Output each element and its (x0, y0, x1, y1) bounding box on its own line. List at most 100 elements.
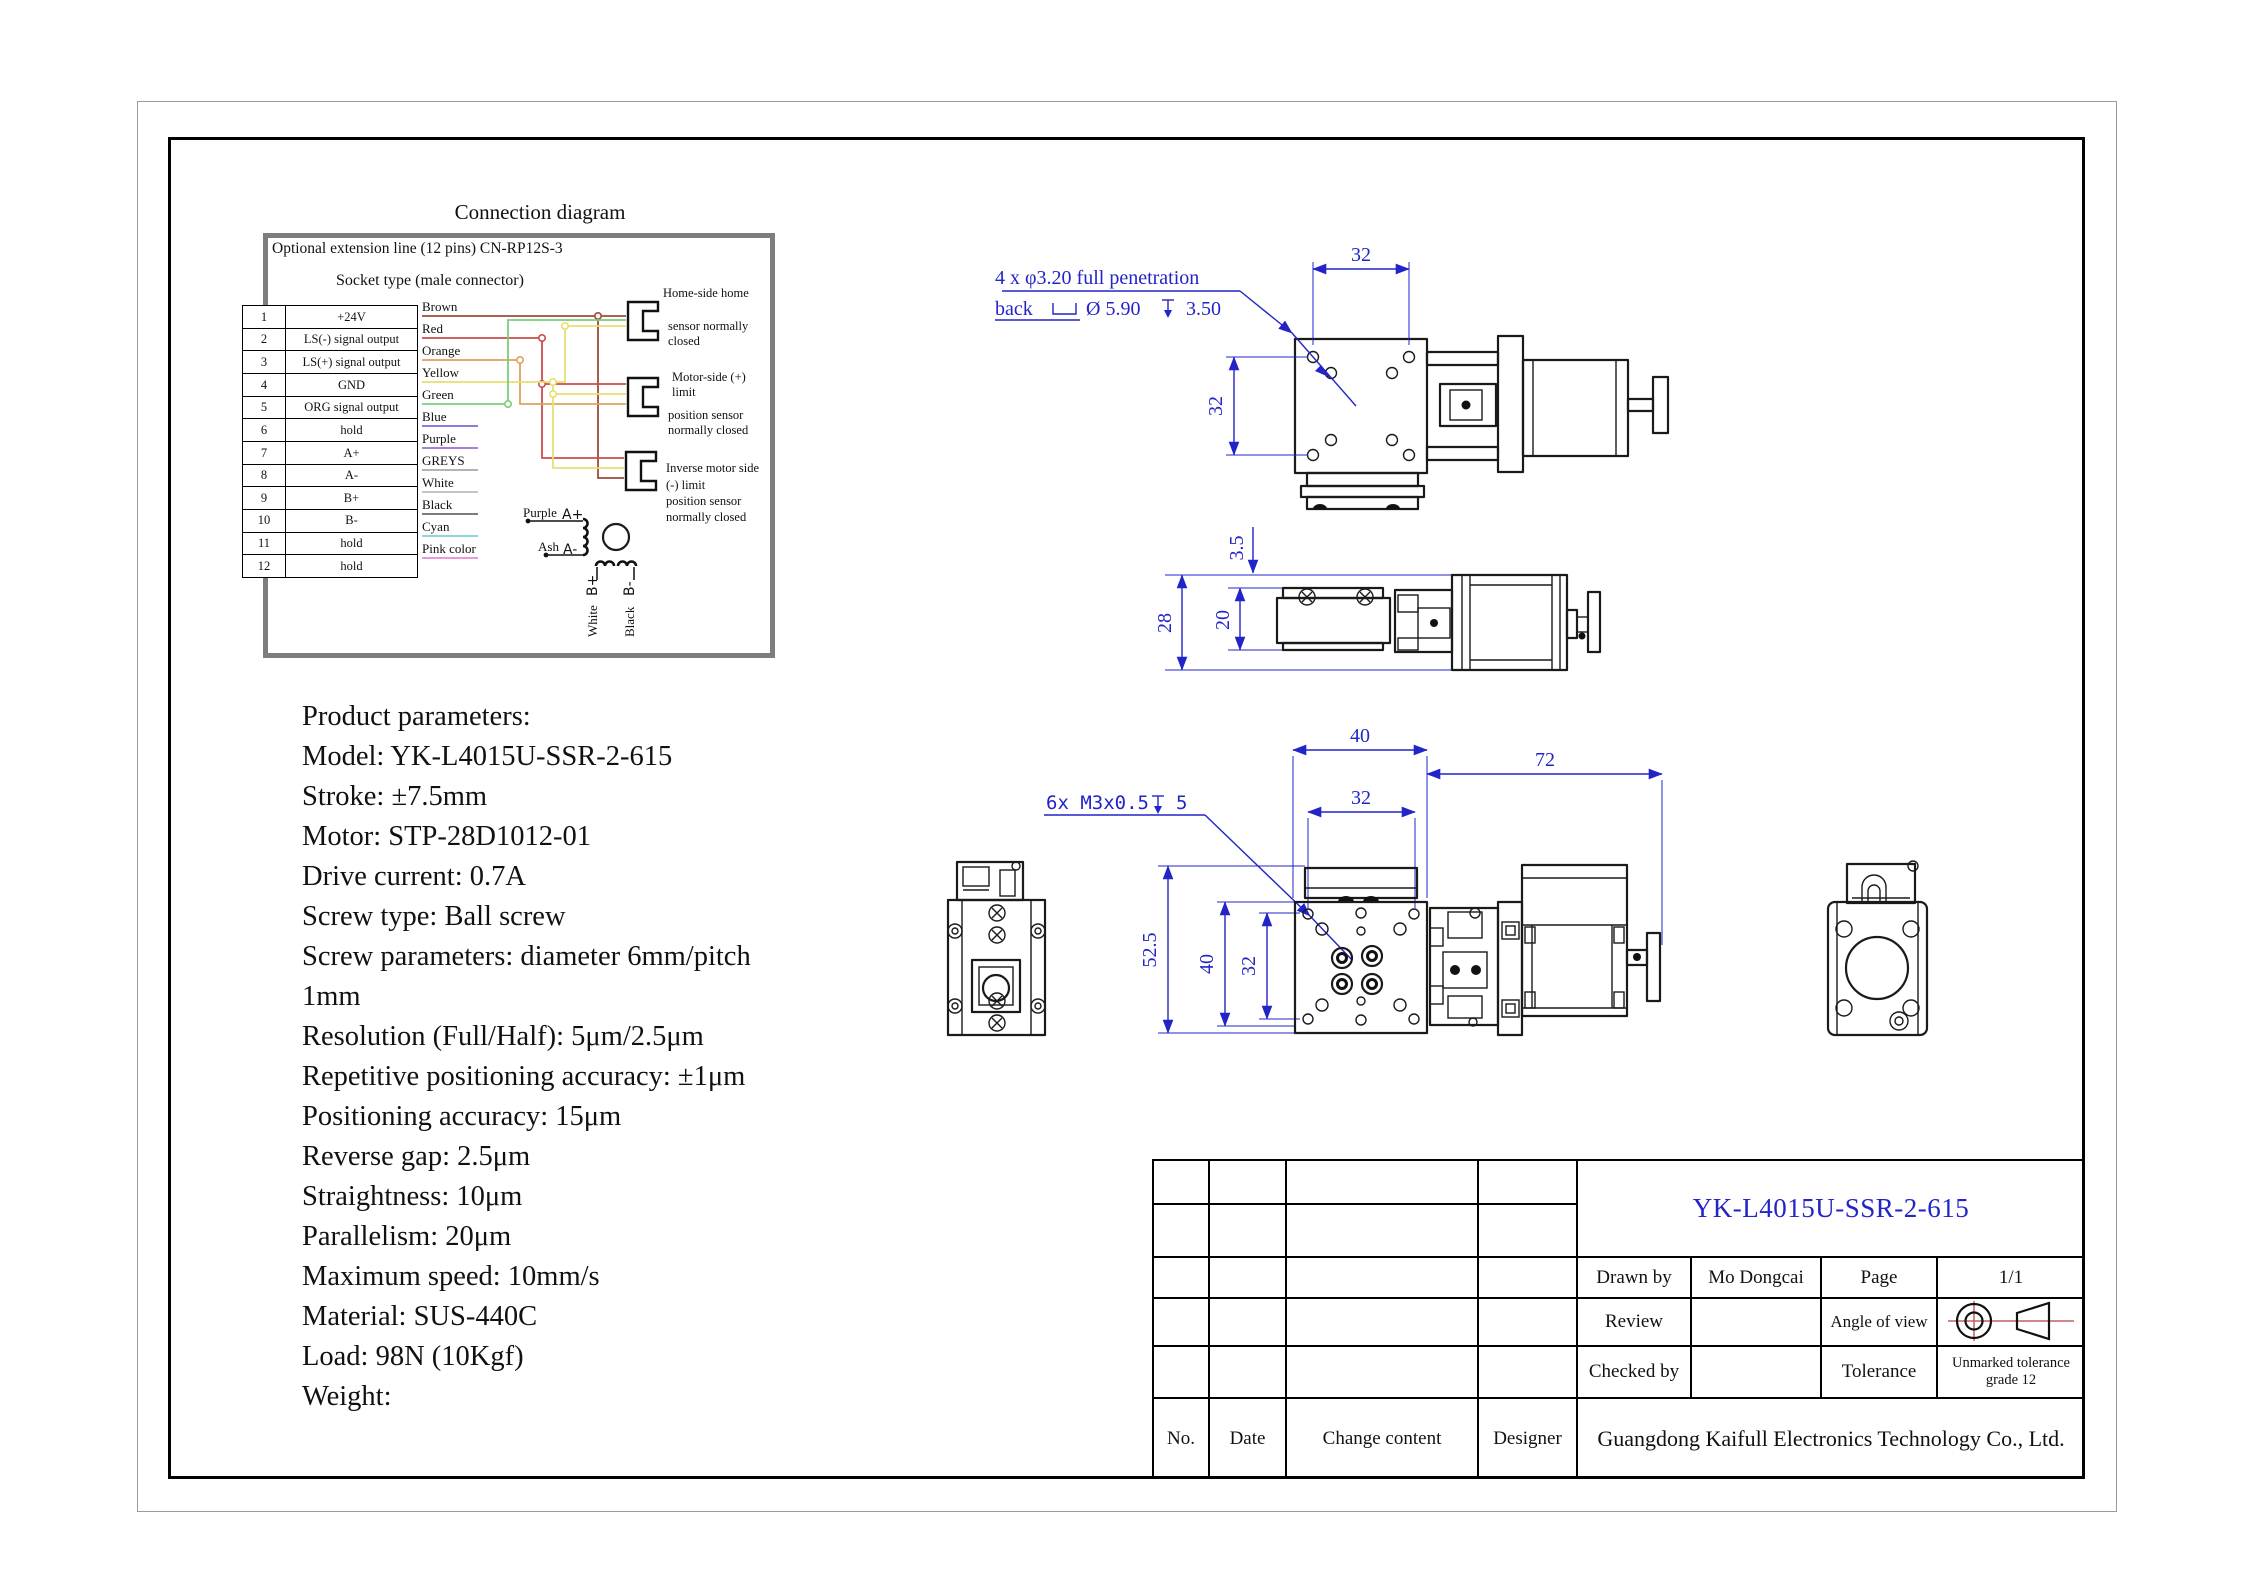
pin-label: A- (285, 463, 418, 488)
dim-front-left-32: 32 (1238, 956, 1260, 976)
drawn-by-value: Mo Dongcai (1692, 1258, 1822, 1299)
extension-line-note: Optional extension line (12 pins) CN-RP1… (272, 240, 563, 257)
socket-type-note: Socket type (male connector) (336, 272, 524, 289)
param-line: Positioning accuracy: 15μm (302, 1101, 622, 1132)
motor-circle (601, 522, 631, 552)
sensor2-line3: position sensor (668, 408, 744, 422)
sensor3-line1: Inverse motor side (666, 461, 759, 475)
drawn-by-label: Drawn by (1578, 1258, 1692, 1299)
param-line: Maximum speed: 10mm/s (302, 1261, 600, 1292)
checked-by-value (1692, 1347, 1822, 1399)
param-line: Reverse gap: 2.5μm (302, 1141, 531, 1172)
pin-label: hold (285, 554, 418, 578)
wire-label-pink: Pink color (422, 541, 476, 556)
wire-label-orange: Orange (422, 343, 460, 358)
param-line: Weight: (302, 1381, 392, 1412)
param-line: Product parameters: (302, 701, 531, 732)
revision-cell (1287, 1347, 1479, 1399)
pin-no: 3 (242, 350, 286, 374)
sensor3-line2: (-) limit (666, 478, 706, 492)
sensor1-line1: Home-side home (663, 286, 749, 300)
pin-no: 1 (242, 305, 286, 329)
pin-no: 9 (242, 486, 286, 510)
pin-label: hold (285, 531, 418, 556)
pin-label: ORG signal output (285, 395, 418, 420)
sensor2-line2: limit (672, 385, 696, 399)
dim-front-72: 72 (1535, 749, 1555, 771)
view-front: 40 72 32 6x M3x0.5 5 52.5 40 32 (1044, 725, 1663, 1037)
counterbore-icon (1052, 303, 1077, 315)
wire-label-purple: Purple (422, 431, 456, 446)
angle-of-view-label: Angle of view (1822, 1299, 1938, 1347)
param-line: Screw parameters: diameter 6mm/pitch (302, 941, 751, 972)
review-value (1692, 1299, 1822, 1347)
callout-hole-back: back (995, 298, 1033, 320)
revision-cell (1479, 1258, 1578, 1299)
sensor1-line3: closed (668, 334, 701, 348)
dim-side-offset: 3.5 (1226, 536, 1248, 561)
wire-label-blue: Blue (422, 409, 447, 424)
param-line: Straightness: 10μm (302, 1181, 523, 1212)
lead-b-plus-color: White (585, 605, 600, 637)
dim-front-32: 32 (1351, 787, 1371, 809)
param-line: Model: YK-L4015U-SSR-2-615 (302, 741, 673, 772)
dim-top-height: 32 (1205, 396, 1227, 416)
revision-cell (1210, 1299, 1287, 1347)
counterbored-holes (1330, 944, 1384, 996)
revision-cell (1479, 1205, 1578, 1258)
revision-cell (1210, 1161, 1287, 1205)
callout-hole-line1: 4 x φ3.20 full penetration (995, 267, 1199, 289)
param-line: Screw type: Ball screw (302, 901, 566, 932)
depth-icon (1152, 795, 1164, 814)
pin-no: 2 (242, 327, 286, 352)
sheet-outer-border (137, 101, 2117, 1512)
drawing-number: YK-L4015U-SSR-2-615 (1578, 1161, 2084, 1258)
dim-front-40: 40 (1350, 725, 1370, 747)
wire-label-cyan: Cyan (422, 519, 450, 534)
revision-cell (1479, 1299, 1578, 1347)
view-right-end (1826, 860, 1929, 1037)
sensor3-line4: normally closed (666, 510, 747, 524)
param-line: Drive current: 0.7A (302, 861, 526, 892)
revision-cell (1210, 1347, 1287, 1399)
param-line: Stroke: ±7.5mm (302, 781, 488, 812)
wire-yellow (422, 321, 626, 469)
change-content-column-label: Change content (1287, 1399, 1479, 1478)
designer-column-label: Designer (1479, 1399, 1578, 1478)
revision-cell (1287, 1299, 1479, 1347)
pin-no: 5 (242, 395, 286, 420)
pin-label: A+ (285, 440, 418, 465)
cad-views-svg: 32 32 4 x φ3.20 full penetration back Ø … (946, 244, 1929, 1037)
pin-no: 12 (242, 554, 286, 578)
view-side: 3.5 28 20 (1154, 527, 1602, 672)
revision-cell (1210, 1258, 1287, 1299)
view-left-end (946, 860, 1047, 1037)
dim-side-body: 20 (1212, 610, 1234, 630)
connector-minus-limit (624, 450, 658, 492)
dim-side-height: 28 (1154, 613, 1176, 633)
connector-home-sensor (626, 300, 660, 342)
checked-by-label: Checked by (1578, 1347, 1692, 1399)
lead-a-minus-color: Ash (538, 539, 559, 554)
callout-hole-depth: 3.50 (1186, 298, 1221, 320)
param-line: Repetitive positioning accuracy: ±1μm (302, 1061, 746, 1092)
pin-no: 11 (242, 531, 286, 556)
wire-brown (422, 311, 626, 479)
pin-label: B+ (285, 486, 418, 510)
first-angle-projection-icon (1948, 1301, 2074, 1341)
company-name: Guangdong Kaifull Electronics Technology… (1597, 1425, 2065, 1451)
dim-top-width: 32 (1351, 244, 1371, 266)
dim-front-left-40: 40 (1196, 954, 1218, 974)
revision-cell (1287, 1258, 1479, 1299)
param-line: Material: SUS-440C (302, 1301, 538, 1332)
param-line: 1mm (302, 981, 361, 1012)
page-value: 1/1 (1938, 1258, 2084, 1299)
revision-cell (1479, 1161, 1578, 1205)
param-line: Resolution (Full/Half): 5μm/2.5μm (302, 1021, 704, 1052)
